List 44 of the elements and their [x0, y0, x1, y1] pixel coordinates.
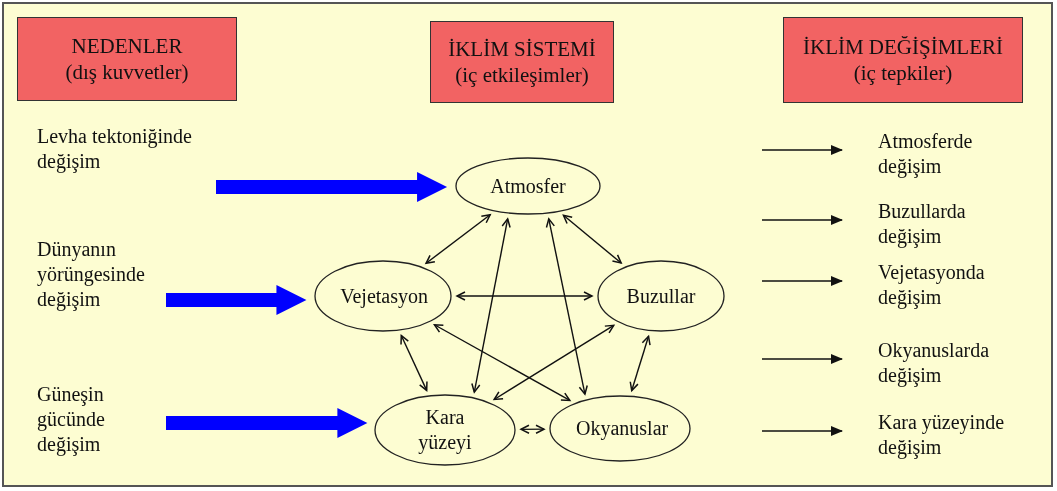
change-text: Okyanuslarda değişim [842, 338, 1028, 388]
double-arrow [562, 214, 622, 264]
subheading-text: (dış kuvvetler) [65, 59, 189, 86]
block-arrow [166, 285, 307, 315]
component-ellipse [374, 394, 516, 466]
block-arrow [166, 408, 368, 438]
double-arrow [629, 335, 651, 392]
component-ellipse [455, 157, 601, 215]
change-text: Vejetasyonda değişim [842, 260, 1028, 310]
double-arrow [520, 424, 545, 435]
subheading-text: (iç etkileşimler) [455, 62, 589, 89]
cause-text: Levha tektoniğinde değişim [37, 124, 212, 174]
component-label: Kara yüzeyi [417, 405, 473, 455]
component-ellipse [549, 395, 691, 462]
arrow [761, 145, 843, 155]
block-arrow [216, 172, 448, 202]
double-arrow [471, 218, 511, 393]
double-arrow [400, 334, 428, 392]
heading-text: İKLİM DEĞİŞİMLERİ [802, 33, 1004, 60]
change-text: Atmosferde değişim [842, 129, 1028, 179]
double-arrow [456, 291, 593, 301]
component-ellipse [314, 260, 452, 332]
cause-text: Dünyanın yörüngesinde değişim [37, 237, 162, 312]
double-arrow [493, 324, 615, 401]
change-text: Kara yüzeyinde değişim [842, 410, 1028, 460]
cause-text: Güneşin gücünde değişim [37, 382, 162, 457]
subheading-text: (iç tepkiler) [853, 60, 953, 87]
double-arrow [433, 324, 571, 402]
double-arrow [425, 213, 491, 265]
component-ellipse [597, 260, 725, 332]
heading-text: NEDENLER [71, 32, 183, 59]
heading-text: İKLİM SİSTEMİ [448, 35, 596, 62]
arrow [761, 426, 843, 436]
heading-box [783, 17, 1023, 103]
change-text: Buzullarda değişim [842, 199, 1028, 249]
arrow [761, 354, 843, 364]
arrow [761, 215, 843, 225]
component-label: Atmosfer [490, 173, 566, 199]
component-label: Vejetasyon [340, 283, 426, 309]
double-arrow [545, 218, 588, 395]
component-label: Buzullar [626, 283, 696, 309]
heading-box [17, 17, 237, 101]
heading-box [430, 21, 614, 103]
arrow [761, 276, 843, 286]
